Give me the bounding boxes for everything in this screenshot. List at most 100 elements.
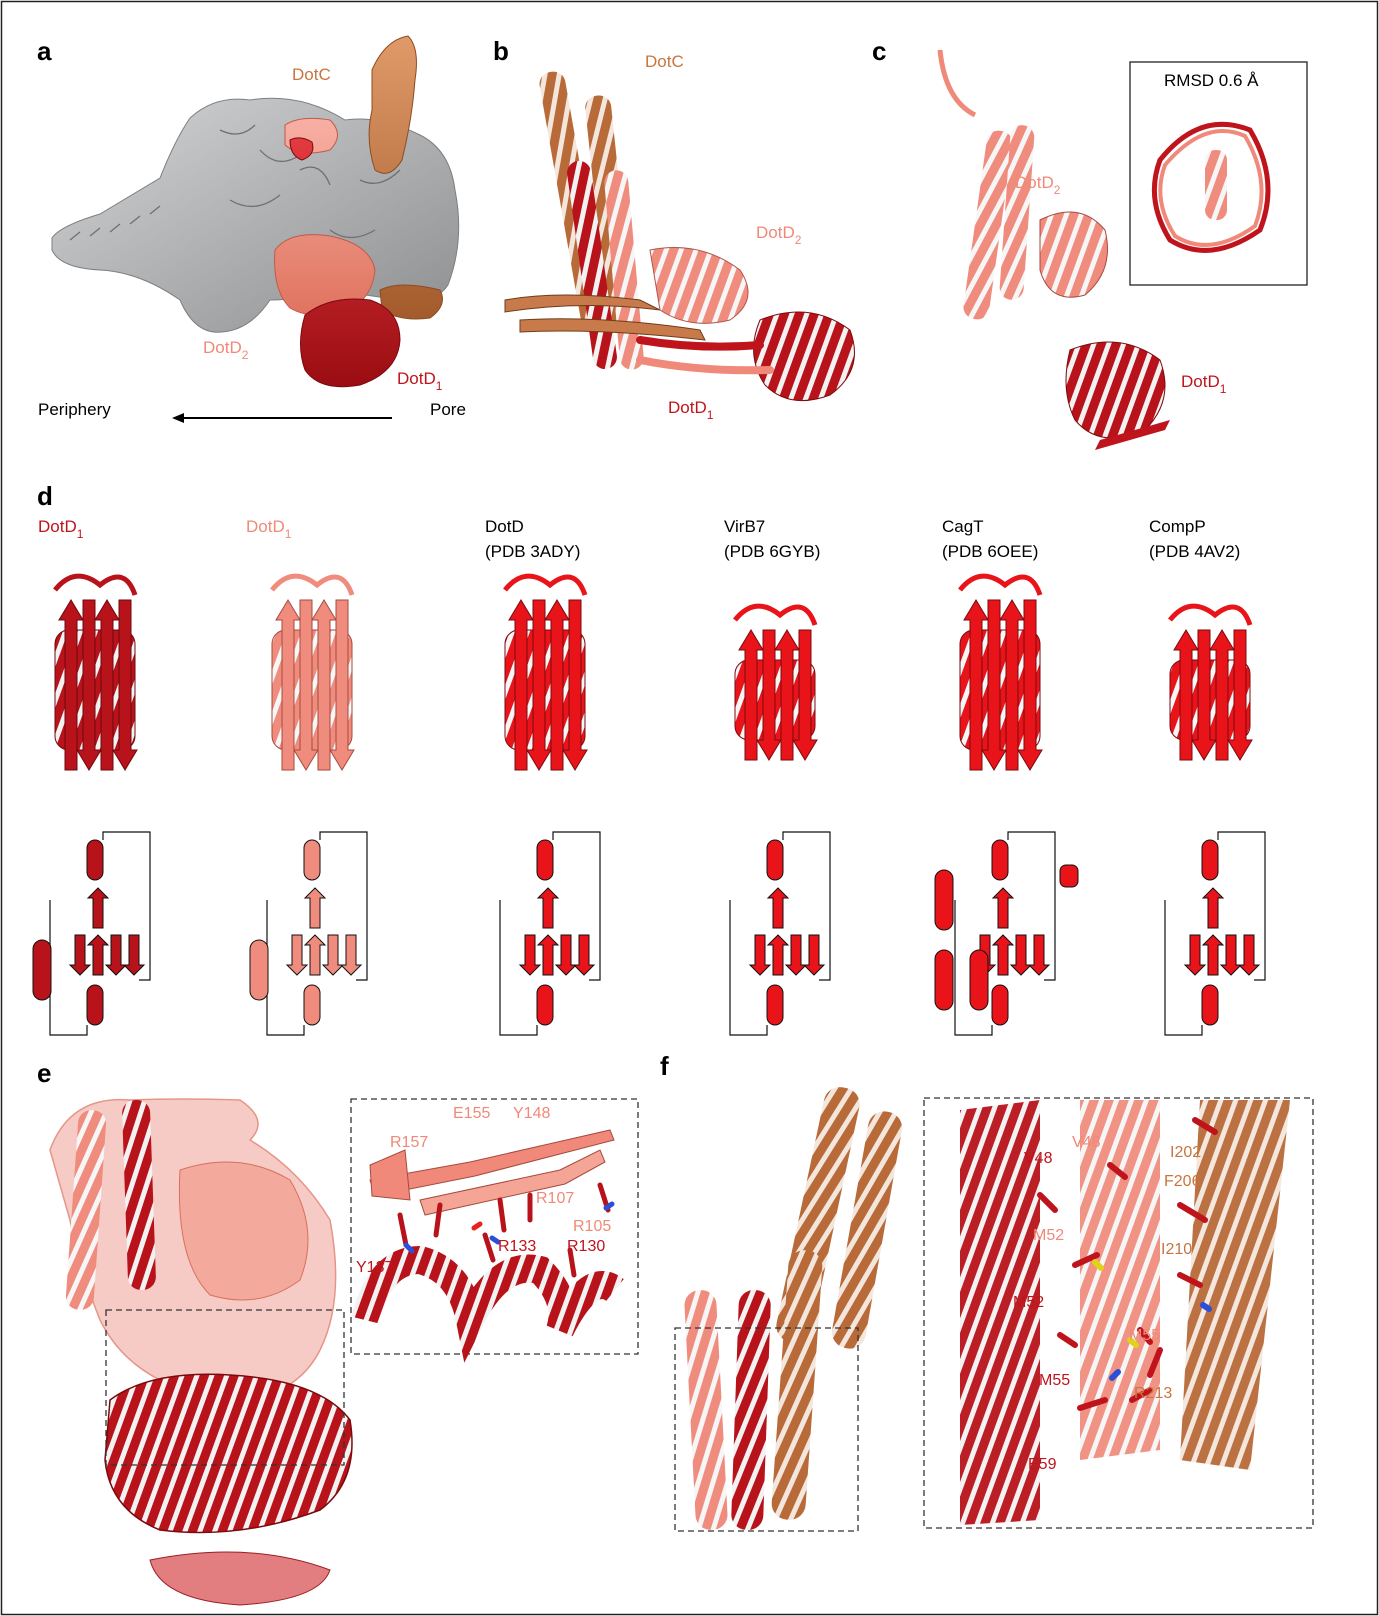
beta-arrow <box>323 935 343 975</box>
density-model-dotc-dotd <box>675 1084 905 1531</box>
helix-cylinder <box>935 870 953 930</box>
helix-cylinder <box>767 985 783 1025</box>
panel-c-label: c <box>872 36 886 66</box>
helix-cylinder <box>935 950 953 1010</box>
fold-cartoon-4 <box>960 576 1042 770</box>
label-dotc: DotC <box>292 65 331 84</box>
beta-arrow <box>1011 935 1031 975</box>
helix-cylinder <box>87 985 103 1025</box>
beta-arrow <box>993 935 1013 975</box>
fold-cartoon-0 <box>55 576 137 770</box>
loop <box>272 576 352 595</box>
density-model-dotd-interface <box>50 1099 352 1605</box>
loop <box>1170 606 1250 625</box>
loop <box>960 576 1040 595</box>
col-subtitle-compp: (PDB 4AV2) <box>1149 542 1240 561</box>
loop <box>735 606 815 625</box>
panel-f-label: f <box>660 1051 669 1081</box>
label-dotc: DotC <box>645 52 684 71</box>
loop <box>505 576 585 595</box>
oxygen-atoms <box>474 1224 480 1228</box>
helix-cylinder <box>767 840 783 880</box>
res-r213: R213 <box>1134 1385 1172 1402</box>
topology-5 <box>1165 832 1265 1035</box>
helix-cylinder <box>304 985 320 1025</box>
zoom-inset-e: E155 Y148 R157 R107 R105 R133 R130 Y137 <box>351 1099 638 1354</box>
res-m52-dark: M52 <box>1013 1294 1044 1311</box>
col-title-cagt: CagT <box>942 517 984 536</box>
helix-cylinder <box>1202 985 1218 1025</box>
label-dotd1: DotD1 <box>1181 372 1227 396</box>
beta-arrow <box>305 935 325 975</box>
beta-arrow <box>124 935 144 975</box>
beta-arrow <box>556 935 576 975</box>
panel-c: c DotD2 DotD1 RMSD 0.6 Å <box>872 36 1307 450</box>
helix-cylinder <box>33 940 51 1000</box>
fold-cartoons <box>55 576 1252 770</box>
beta-arrow <box>993 888 1013 928</box>
beta-arrow <box>574 935 594 975</box>
beta-arrow <box>804 935 824 975</box>
res-r157: R157 <box>390 1134 428 1151</box>
panel-e-label: e <box>37 1058 51 1088</box>
panel-f: f V48 M52 M55 E59 V48 M52 M55 I202 F206 <box>660 1051 1313 1531</box>
topology-diagrams <box>33 832 1265 1035</box>
helix-cylinder <box>1202 840 1218 880</box>
beta-arrow <box>768 888 788 928</box>
beta-arrow <box>88 888 108 928</box>
panel-a: a DotC DotD2 DotD1 Periphery Pore <box>37 36 466 423</box>
fold-cartoon-3 <box>735 606 817 760</box>
helix-cylinder <box>304 840 320 880</box>
beta-arrow <box>1203 888 1223 928</box>
label-dotd2: DotD2 <box>203 338 249 362</box>
helix-cylinder <box>992 840 1008 880</box>
beta-arrow <box>305 888 325 928</box>
cryo-em-density-map <box>52 36 459 387</box>
beta-arrow <box>520 935 540 975</box>
topology-0 <box>33 832 150 1035</box>
panel-d: d DotD1 DotD1 DotD (PDB 3ADY) VirB7 (PDB… <box>33 481 1265 1035</box>
res-y137: Y137 <box>356 1259 393 1276</box>
res-r130: R130 <box>567 1238 605 1255</box>
dotd1-helix <box>731 1290 771 1531</box>
col-title-compp: CompP <box>1149 517 1206 536</box>
topology-4 <box>935 832 1078 1035</box>
dotd2-domain <box>1040 212 1108 297</box>
label-pore: Pore <box>430 400 466 419</box>
beta-arrow <box>1203 935 1223 975</box>
beta-arrow <box>750 935 770 975</box>
zoom-inset-f: V48 M52 M55 E59 V48 M52 M55 I202 F206 I2… <box>924 1098 1313 1528</box>
topology-1 <box>250 832 367 1035</box>
label-dotd1: DotD1 <box>668 398 714 422</box>
panel-b-label: b <box>493 36 509 66</box>
res-v48-light: V48 <box>1072 1134 1101 1151</box>
dotd2-loop <box>940 50 975 115</box>
beta-arrow <box>88 935 108 975</box>
superposed-helix <box>1205 150 1227 220</box>
dotd2-domain <box>650 248 748 324</box>
beta-arrow <box>70 935 90 975</box>
beta-arrow <box>106 935 126 975</box>
panel-e: e E155 Y148 R157 R107 R105 R133 R130 <box>37 1058 638 1605</box>
topology-2 <box>500 832 600 1035</box>
helix-cylinder <box>970 950 988 1010</box>
beta-arrow <box>538 935 558 975</box>
helix-cylinder <box>992 985 1008 1025</box>
dotd1-strand <box>640 340 760 347</box>
col-title-dotd1-dark: DotD1 <box>38 517 84 541</box>
dotd2-helix <box>684 1289 729 1530</box>
dotd1-domain <box>754 312 855 401</box>
res-v48-dark: V48 <box>1024 1150 1053 1167</box>
dotd1-domain <box>1066 342 1165 438</box>
col-title-dotd1-light: DotD1 <box>246 517 292 541</box>
panel-a-label: a <box>37 36 52 66</box>
beta-arrow <box>341 935 361 975</box>
res-i210: I210 <box>1161 1241 1192 1258</box>
beta-arrow <box>1029 935 1049 975</box>
res-e155: E155 <box>453 1105 490 1122</box>
col-subtitle-dotd-3ady: (PDB 3ADY) <box>485 542 580 561</box>
rmsd-label: RMSD 0.6 Å <box>1164 71 1259 90</box>
res-m55-dark: M55 <box>1039 1372 1070 1389</box>
beta-arrow <box>1239 935 1259 975</box>
